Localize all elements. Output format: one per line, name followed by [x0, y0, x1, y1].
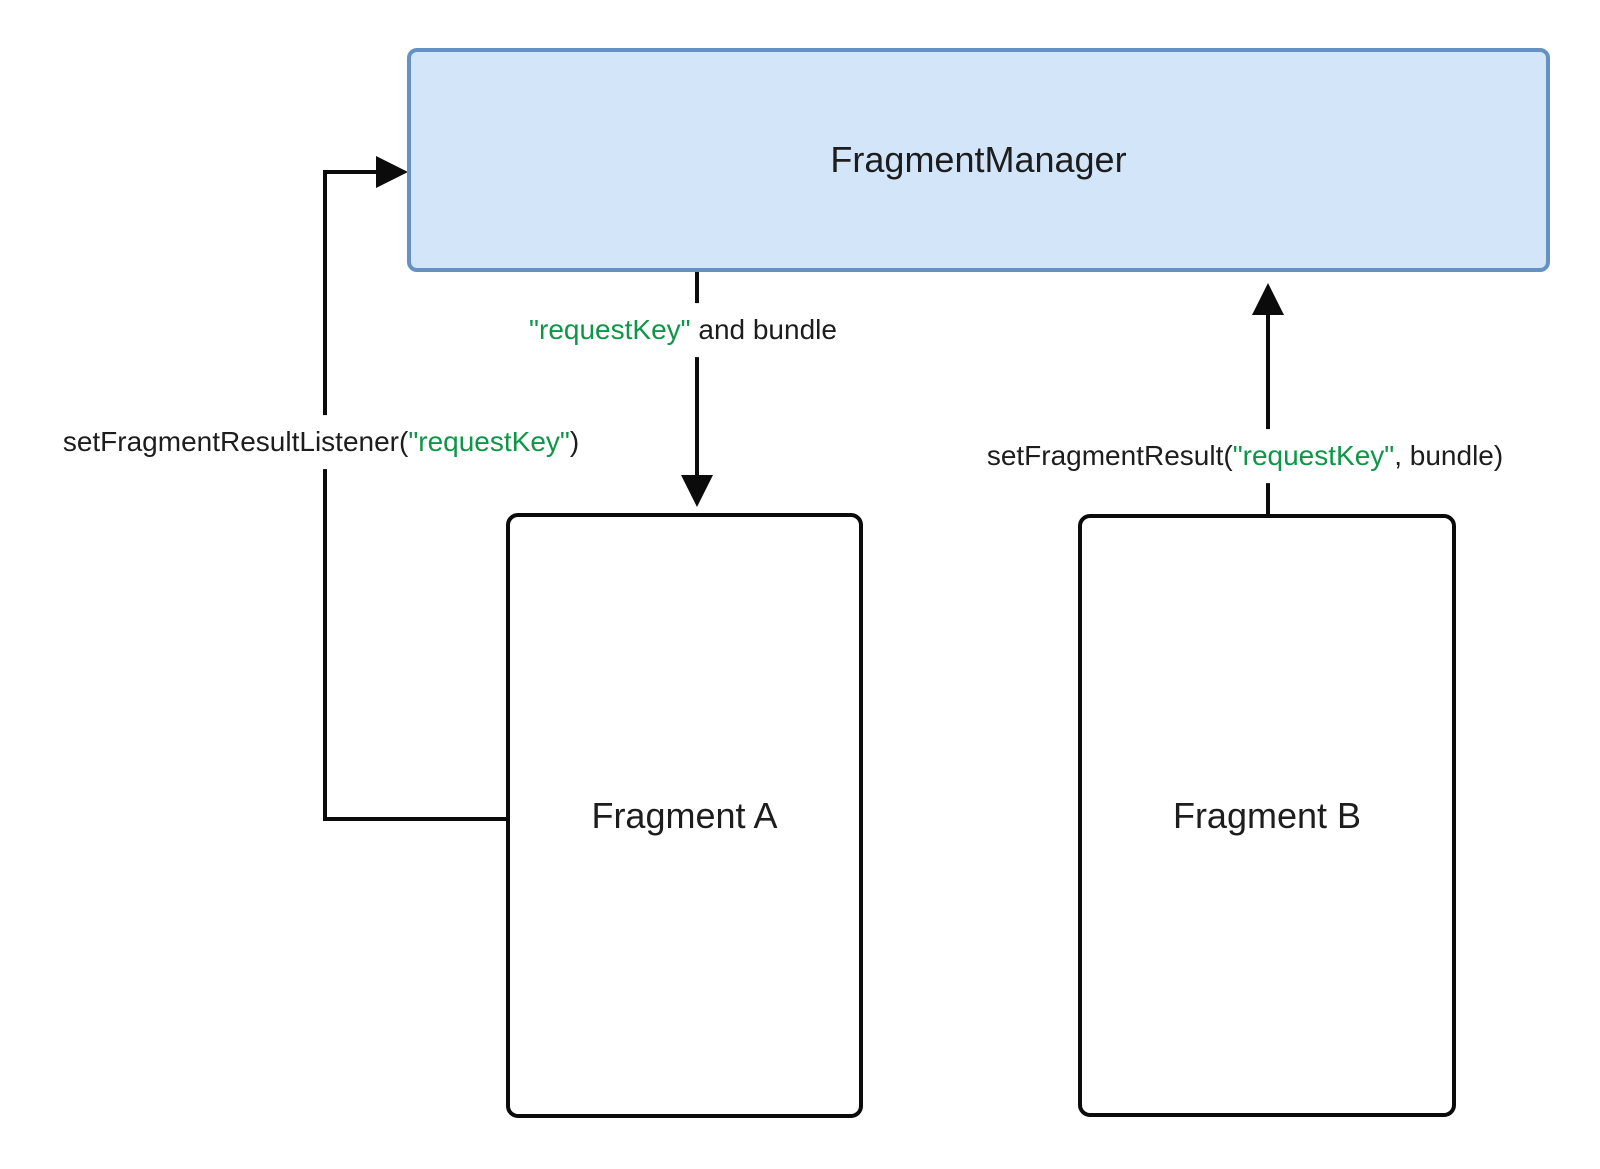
set-listener-post: ) — [569, 426, 580, 458]
request-key-and-bundle-label: "requestKey" and bundle — [521, 303, 845, 357]
set-result-request-key-string: "requestKey" — [1232, 440, 1395, 472]
set-fragment-result-label: setFragmentResult("requestKey", bundle) — [978, 429, 1512, 483]
fragment-b-label: Fragment B — [1172, 794, 1362, 836]
request-key-string: "requestKey" — [529, 314, 691, 346]
fragment-manager-node: FragmentManager — [407, 48, 1550, 272]
fragment-a-label: Fragment A — [591, 794, 778, 836]
set-listener-request-key-string: "requestKey" — [408, 426, 570, 458]
set-listener-pre: setFragmentResultListener( — [62, 426, 409, 458]
fragment-manager-label: FragmentManager — [830, 139, 1127, 181]
edge-set-fragment-result-listener-arrowhead-icon — [376, 156, 408, 188]
fragment-a-node: Fragment A — [506, 513, 863, 1118]
edge-set-fragment-result-listener — [323, 156, 508, 821]
edge-set-fragment-result-listener-line — [323, 170, 508, 821]
fragment-b-node: Fragment B — [1078, 514, 1456, 1117]
edge-request-key-and-bundle-arrowhead-icon — [681, 475, 713, 507]
request-key-bundle-rest: and bundle — [690, 314, 837, 346]
set-result-post: , bundle) — [1394, 440, 1504, 472]
set-fragment-result-listener-label: setFragmentResultListener("requestKey") — [54, 415, 588, 469]
set-result-pre: setFragmentResult( — [986, 440, 1233, 472]
edge-set-fragment-result-arrowhead-icon — [1252, 283, 1284, 315]
